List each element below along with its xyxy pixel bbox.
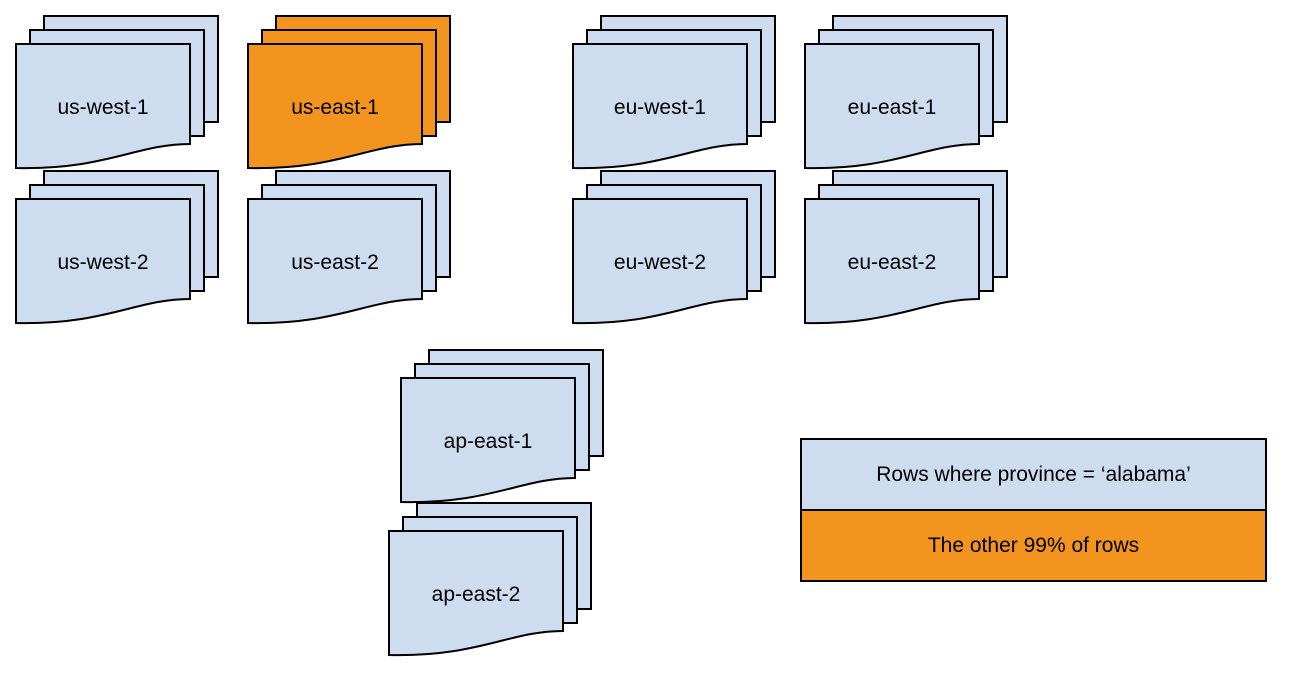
region-label: us-east-1 [291, 96, 379, 119]
region-stack-ap-east-1: ap-east-1 [399, 349, 605, 505]
region-label: us-west-1 [57, 96, 148, 119]
document-stack-icon: eu-east-1 [804, 15, 1008, 170]
doc-front-page-icon [247, 198, 423, 325]
region-stack-ap-east-2: ap-east-2 [387, 502, 593, 658]
legend-item-label: Rows where province = ‘alabama’ [876, 462, 1191, 486]
legend-item-alabama-rows: Rows where province = ‘alabama’ [800, 438, 1267, 511]
doc-front-page-icon [15, 43, 191, 170]
region-stack-eu-west-1: eu-west-1 [571, 15, 777, 171]
region-label: eu-east-1 [848, 96, 937, 119]
document-stack-icon: us-west-2 [15, 170, 219, 325]
document-stack-icon: ap-east-2 [388, 502, 592, 657]
region-label: us-east-2 [291, 251, 379, 274]
region-label: eu-east-2 [848, 251, 937, 274]
region-stack-eu-east-2: eu-east-2 [803, 170, 1009, 326]
doc-front-page-icon [400, 377, 576, 504]
doc-front-page-icon [572, 43, 748, 170]
region-label: us-west-2 [57, 251, 148, 274]
doc-front-page-icon [15, 198, 191, 325]
legend: Rows where province = ‘alabama’ The othe… [800, 438, 1267, 582]
region-label: ap-east-2 [432, 583, 521, 606]
document-stack-icon: eu-east-2 [804, 170, 1008, 325]
doc-front-page-icon [804, 43, 980, 170]
document-stack-icon: eu-west-2 [572, 170, 776, 325]
legend-item-label: The other 99% of rows [927, 533, 1140, 557]
region-stack-us-east-1: us-east-1 [246, 15, 452, 171]
document-stack-icon: eu-west-1 [572, 15, 776, 170]
document-stack-icon: ap-east-1 [400, 349, 604, 504]
doc-front-page-icon [247, 43, 423, 170]
legend-item-other-rows: The other 99% of rows [800, 509, 1267, 582]
region-stack-eu-east-1: eu-east-1 [803, 15, 1009, 171]
document-stack-icon: us-east-2 [247, 170, 451, 325]
region-label: eu-west-2 [614, 251, 706, 274]
document-stack-icon: us-east-1 [247, 15, 451, 170]
document-stack-icon: us-west-1 [15, 15, 219, 170]
region-stack-us-west-1: us-west-1 [14, 15, 220, 171]
doc-front-page-icon [388, 530, 564, 657]
region-label: ap-east-1 [444, 430, 533, 453]
region-stack-us-west-2: us-west-2 [14, 170, 220, 326]
region-label: eu-west-1 [614, 96, 706, 119]
region-stack-us-east-2: us-east-2 [246, 170, 452, 326]
doc-front-page-icon [572, 198, 748, 325]
doc-front-page-icon [804, 198, 980, 325]
region-stack-eu-west-2: eu-west-2 [571, 170, 777, 326]
